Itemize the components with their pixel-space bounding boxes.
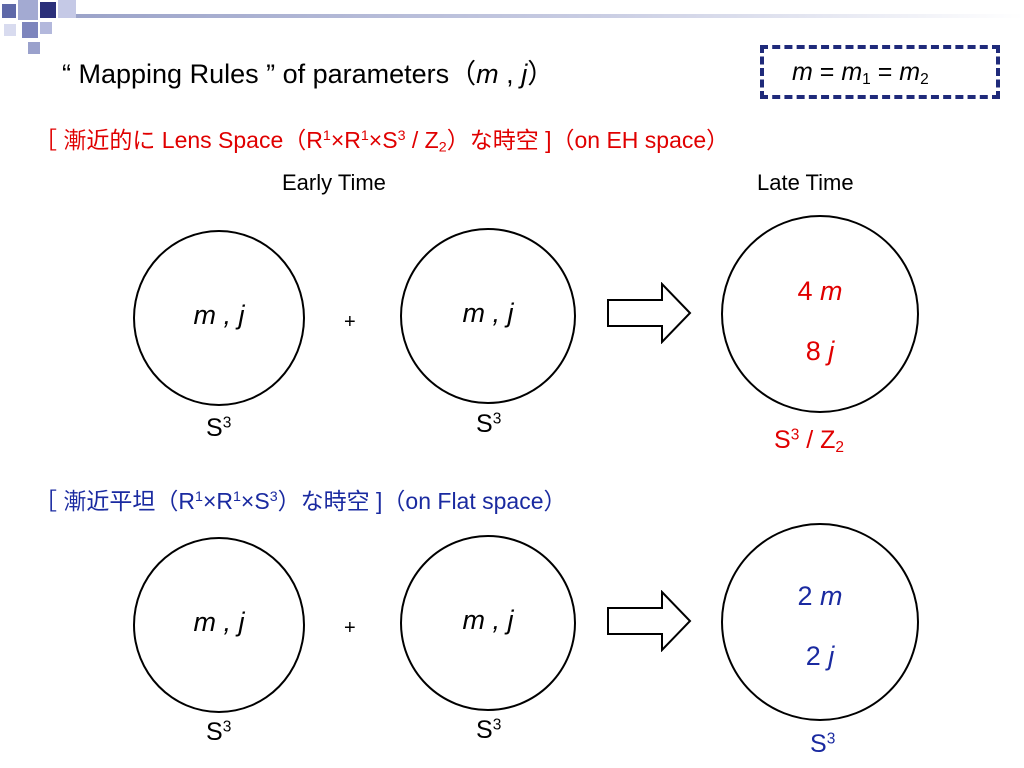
result-mass-flat: 2 m [797, 581, 843, 611]
circle-middle-lens-label: m , j [462, 298, 514, 328]
logo-square-8 [28, 42, 40, 54]
early-time-label: Early Time [282, 170, 386, 195]
result-spin-flat: 2 j [805, 641, 835, 671]
plus-sign-flat: + [344, 617, 356, 639]
logo-square-2 [18, 0, 38, 20]
circle-middle-lens [400, 228, 576, 404]
circle-middle-flat-label: m , j [462, 605, 514, 635]
result-mass-lens: 4 m [797, 276, 843, 306]
circle-left-flat [133, 537, 305, 713]
late-time-label: Late Time [757, 170, 854, 195]
flat-space-label: S3 [810, 730, 836, 758]
header-bar [76, 14, 1024, 18]
circle-result-lens [721, 215, 919, 413]
arrow-right-lens [607, 282, 692, 344]
logo-square-1 [2, 4, 16, 18]
sphere-label-left-lens: S3 [206, 414, 232, 442]
plus-sign-lens: + [344, 311, 356, 333]
circle-result-flat [721, 523, 919, 721]
circle-left-lens [133, 230, 305, 406]
section-heading-lens: ［ 漸近的に Lens Space（R1×R1×S3 / Z2）な時空 ]（on… [34, 127, 730, 156]
logo-square-4 [58, 0, 76, 18]
logo-square-7 [4, 24, 16, 36]
circle-middle-flat [400, 535, 576, 711]
sphere-label-left-flat: S3 [206, 718, 232, 746]
section-heading-flat: ［ 漸近平坦（R1×R1×S3）な時空 ]（on Flat space） [34, 488, 567, 514]
equation-box [760, 45, 1000, 99]
mass-equation: m = m1 = m2 [792, 58, 929, 88]
result-spin-lens: 8 j [805, 336, 835, 366]
logo-square-5 [22, 22, 38, 38]
logo-square-6 [40, 22, 52, 34]
circle-left-flat-label: m , j [193, 607, 245, 637]
lens-space-label: S3 / Z2 [774, 426, 845, 456]
logo-square-3 [40, 2, 56, 18]
page-title: “ Mapping Rules ” of parameters（m , j） [62, 59, 555, 89]
arrow-right-flat [607, 590, 692, 652]
sphere-label-middle-lens: S3 [476, 410, 502, 438]
sphere-label-middle-flat: S3 [476, 716, 502, 744]
circle-left-lens-label: m , j [193, 300, 245, 330]
